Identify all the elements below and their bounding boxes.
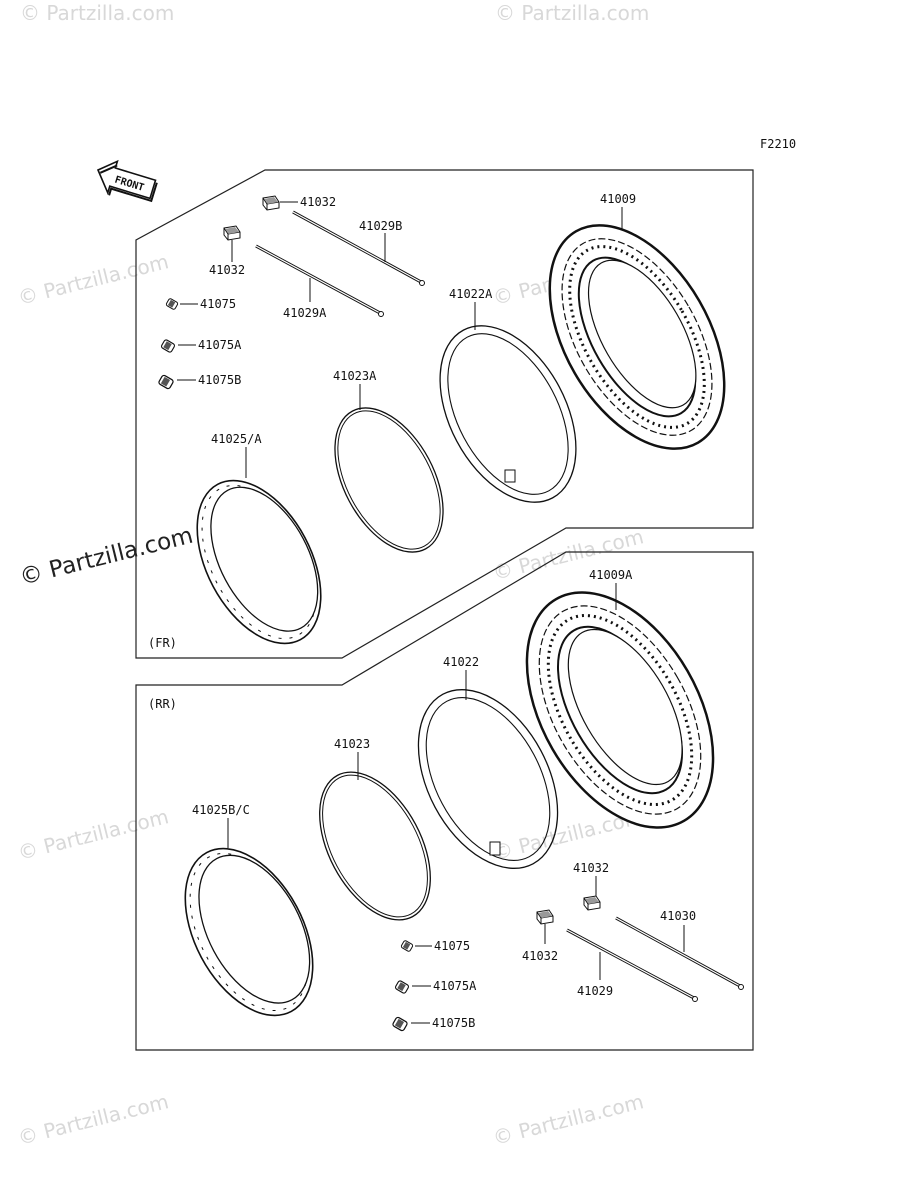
rear-group-frame xyxy=(135,551,754,1051)
callout-41075-fr: 41075 xyxy=(200,297,236,311)
callout-41025BC: 41025B/C xyxy=(192,803,250,817)
rim-41025A xyxy=(196,479,322,645)
svg-text:© Partzilla.com: © Partzilla.com xyxy=(15,249,171,310)
section-rear-label: (RR) xyxy=(148,697,177,711)
callout-41032-rr-a: 41032 xyxy=(573,861,609,875)
callout-41075B-fr: 41075B xyxy=(198,373,241,387)
band-41029B xyxy=(292,210,425,286)
callout-41023A: 41023A xyxy=(333,369,377,383)
svg-text:© Partzilla.com: © Partzilla.com xyxy=(15,804,171,865)
svg-text:© Partzilla.com: © Partzilla.com xyxy=(490,1089,646,1150)
valve-cap-41075B-rr xyxy=(391,1015,409,1033)
band-41030 xyxy=(615,916,744,990)
band-41029A xyxy=(255,244,384,317)
nut-41032-rr-right xyxy=(583,895,601,911)
tire-41009A xyxy=(525,591,715,829)
callout-41022A: 41022A xyxy=(449,287,493,301)
callout-41075B-rr: 41075B xyxy=(432,1016,475,1030)
svg-text:© Partzilla.com: © Partzilla.com xyxy=(15,1089,171,1150)
band-41029 xyxy=(566,928,698,1002)
callout-41029: 41029 xyxy=(577,984,613,998)
callout-41075A-fr: 41075A xyxy=(198,338,242,352)
valve-cap-41075-rr xyxy=(400,939,414,953)
front-arrow-icon: FRONT xyxy=(96,159,158,203)
figure-code: F2210 xyxy=(760,137,796,151)
front-group-frame xyxy=(135,169,754,659)
valve-cap-41075A-fr xyxy=(160,338,176,354)
callout-41032-a: 41032 xyxy=(300,195,336,209)
partzilla-watermark: © Partzilla.com xyxy=(17,523,196,591)
tube-41022 xyxy=(417,689,559,869)
rim-band-41023A xyxy=(334,407,444,553)
callout-41029B: 41029B xyxy=(359,219,402,233)
callout-41032-rr-b: 41032 xyxy=(522,949,558,963)
callout-41030: 41030 xyxy=(660,909,696,923)
svg-text:© Partzilla.com: © Partzilla.com xyxy=(495,1,649,25)
callout-41075A-rr: 41075A xyxy=(433,979,477,993)
valve-cap-41075B-fr xyxy=(157,373,175,391)
callout-41022: 41022 xyxy=(443,655,479,669)
nut-41032-left xyxy=(223,225,241,241)
rim-band-41023 xyxy=(319,771,431,921)
valve-cap-41075A-rr xyxy=(394,979,410,995)
callout-41029A: 41029A xyxy=(283,306,327,320)
callout-41009: 41009 xyxy=(600,192,636,206)
callout-41032-b: 41032 xyxy=(209,263,245,277)
callout-41009A: 41009A xyxy=(589,568,633,582)
rim-41025BC xyxy=(184,847,314,1017)
callout-41075-rr: 41075 xyxy=(434,939,470,953)
valve-stem-41022A xyxy=(504,469,516,483)
svg-text:© Partzilla.com: © Partzilla.com xyxy=(20,1,174,25)
callout-41023: 41023 xyxy=(334,737,370,751)
nut-41032-rr-left xyxy=(536,909,554,925)
valve-cap-41075-fr xyxy=(165,297,179,311)
tire-41009 xyxy=(548,224,726,450)
nut-41032-top xyxy=(262,195,280,211)
callout-41025A: 41025/A xyxy=(211,432,262,446)
valve-stem-41022 xyxy=(489,841,501,856)
section-front-label: (FR) xyxy=(148,636,177,650)
